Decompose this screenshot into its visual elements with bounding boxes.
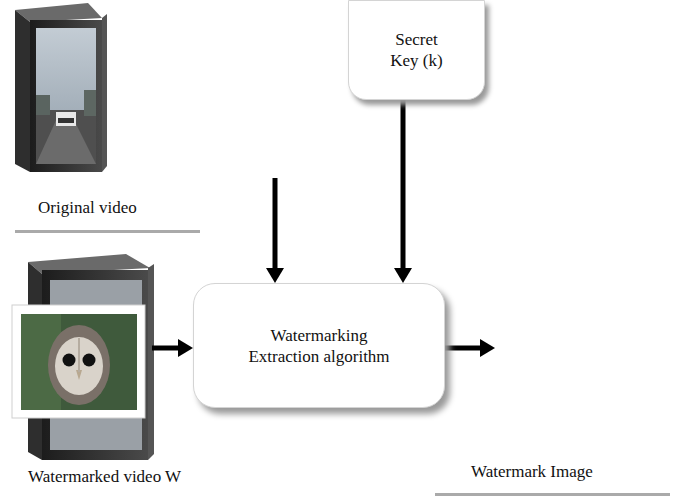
arrow-head — [394, 268, 412, 283]
arrow-head — [178, 339, 193, 357]
caption: Original video — [38, 197, 137, 218]
caption-rule — [435, 493, 670, 496]
video-node: Watermarked video W — [12, 255, 152, 460]
box-label: Secret Key (k) — [384, 29, 450, 71]
output-node: Watermark Image — [495, 320, 672, 490]
video-icon — [12, 254, 154, 460]
caption-rule — [15, 230, 200, 233]
flow-arrow — [445, 339, 495, 357]
arrow-shaft — [273, 178, 278, 269]
video-icon — [15, 3, 107, 172]
caption: Watermark Image — [471, 461, 593, 482]
process-box: Watermarking Extraction algorithm — [193, 283, 445, 408]
arrow-shaft — [401, 100, 406, 269]
arrow-shaft — [445, 346, 481, 351]
arrow-head — [480, 339, 495, 357]
arrow-shaft — [152, 346, 179, 351]
flow-arrow — [152, 339, 193, 357]
flow-arrow — [266, 178, 284, 283]
key-box: Secret Key (k) — [348, 0, 485, 100]
caption: Watermarked video W — [28, 466, 181, 487]
box-label: Watermarking Extraction algorithm — [237, 325, 402, 367]
video-node: Original video — [12, 0, 290, 178]
flow-arrow — [394, 100, 412, 283]
arrow-head — [266, 268, 284, 283]
